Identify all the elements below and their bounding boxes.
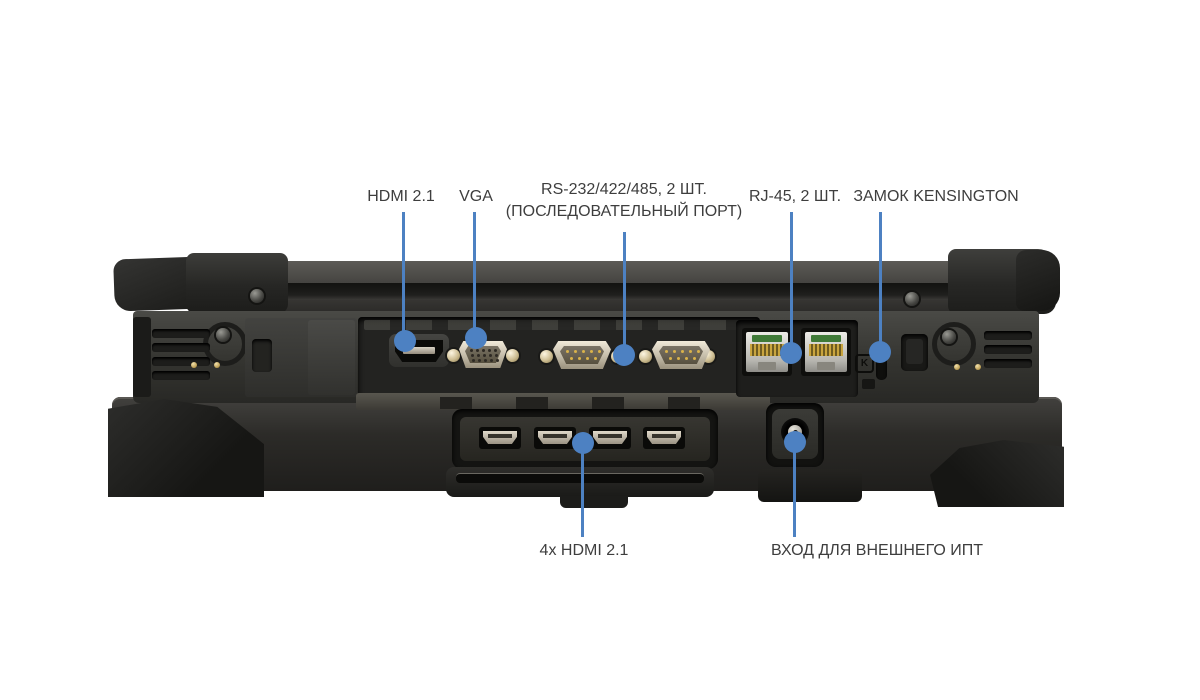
serial-port-1-pins [566,350,569,353]
right-panel-rib [984,345,1032,354]
left-latch-block [308,320,355,395]
callout-power-line [793,447,796,537]
callout-hdmi-dot [394,330,416,352]
rj45-port-1-tab [752,335,782,342]
rj45-port-2-tab [811,335,841,342]
callout-rj45-line [790,212,793,346]
callout-vga-dot [465,327,487,349]
kensington-icon-glyph: K [860,358,869,369]
callout-rj45-dot [780,342,802,364]
left-panel-rib [152,357,210,366]
rj45-port-2-pins [809,344,843,356]
callout-serial-label-line2: (ПОСЛЕДОВАТЕЛЬНЫЙ ПОРТ) [505,203,743,220]
dock-connector-slot [456,473,704,483]
hdmi-port-1-tongue [488,434,512,438]
callout-rj45-label: RJ-45, 2 ШТ. [748,188,842,205]
rj45-port-2-latch [817,362,835,370]
hdmi-port-tongue [403,347,435,354]
left-panel-rib [152,329,210,338]
left-panel-screw [216,328,230,342]
pogo-contact [191,362,197,368]
hinge-screw-left [250,289,264,303]
deck-left-edge [133,317,151,397]
callout-serial-label-line1: RS-232/422/485, 2 ШТ. [541,181,707,198]
kensington-icon: K [855,354,874,373]
lid-seal-groove [255,283,955,300]
kensington-lock-slot [876,351,887,380]
right-panel-recess-inner [906,339,923,364]
left-panel-rib [152,371,210,380]
pogo-contact [975,364,981,370]
hinge-screw-right [905,292,919,306]
callout-power-label: ВХОД ДЛЯ ВНЕШНЕГО ИПТ [770,542,984,559]
right-panel-rib [984,331,1032,340]
serial1-screw-post [540,350,553,363]
left-hinge [186,253,288,314]
callout-hdmi-quad-label: 4x HDMI 2.1 [539,542,629,559]
left-latch-button [252,339,272,372]
dock-tab [560,496,628,508]
callout-serial-label: RS-232/422/485, 2 ШТ. (ПОСЛЕДОВАТЕЛЬНЫЙ … [506,179,742,223]
callout-serial-dot [613,344,635,366]
vga-pin-grid [470,349,473,352]
pogo-contact [214,362,220,368]
deck-lip-notches [396,397,730,409]
callout-power-dot [784,431,806,453]
serial-port-1-inner [560,346,604,364]
callout-hdmi-label: HDMI 2.1 [367,188,435,205]
hdmi-port-3-tongue [598,434,622,438]
serial-port-2-inner [659,346,703,364]
right-panel-emblem [932,322,976,366]
port-cover-clips [364,320,754,330]
vga-screw-post [506,349,519,362]
hdmi-port-2-tongue [543,434,567,438]
pogo-contact [954,364,960,370]
callout-kensington-line [879,212,882,346]
lid-right-bumper-cap [1016,250,1060,311]
callout-vga-label: VGA [459,188,493,205]
callout-serial-line [623,232,626,348]
serial2-screw-post [639,350,652,363]
rj45-port-1-pins [750,344,784,356]
callout-hdmi-line [402,212,405,336]
callout-kensington-dot [869,341,891,363]
panel-detail [862,379,875,389]
vga-screw-post [447,349,460,362]
callout-hdmi-quad-line [581,448,584,537]
serial-port-2-pins [665,350,668,353]
left-panel-rib [152,343,210,352]
callout-hdmi-quad-dot [572,432,594,454]
rj45-port-1-latch [758,362,776,370]
vga-port-inner [465,346,501,363]
callout-vga-line [473,212,476,332]
callout-kensington-label: ЗАМОК KENSINGTON [853,188,1019,205]
hdmi-port-4-tongue [652,434,676,438]
right-panel-screw [942,330,956,344]
right-panel-rib [984,359,1032,368]
bottom-foot [758,469,862,502]
